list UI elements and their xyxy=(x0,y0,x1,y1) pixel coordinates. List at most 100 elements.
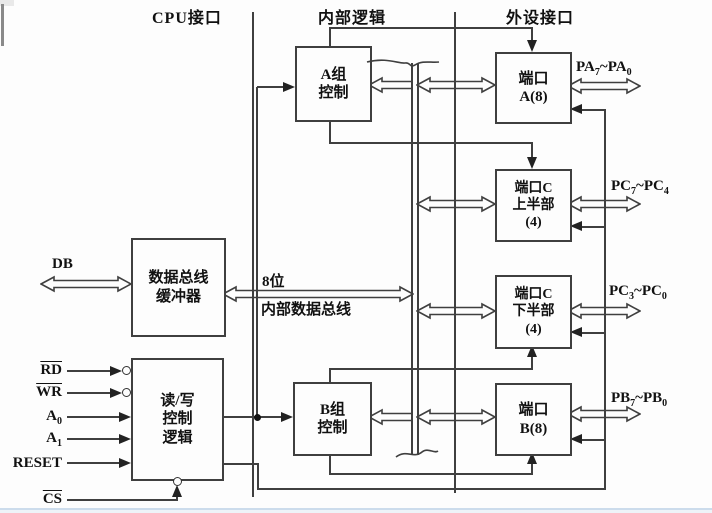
block-port-b: 端口 B(8) xyxy=(495,383,572,456)
arrowhead-into-group-a xyxy=(283,82,295,92)
port-c-lower-line1: 端口C xyxy=(514,287,553,303)
arrowhead-cs xyxy=(172,485,182,497)
port-c-upper-line1: 端口C xyxy=(514,180,553,196)
footer-divider-line xyxy=(0,508,712,510)
arrowhead-into-group-b xyxy=(281,412,293,422)
arrowhead-into-portb-right xyxy=(570,434,582,444)
label-a1: A1 xyxy=(46,430,62,449)
block-group-b-control: B组 控制 xyxy=(293,382,372,456)
label-db: DB xyxy=(52,256,73,272)
wire-groupb-bottom-down xyxy=(329,452,331,475)
rw-logic-line3: 逻辑 xyxy=(162,429,193,446)
internal-bus-bidirectional-arrow xyxy=(222,285,414,303)
label-pb7-pb0: PB7~PB0 xyxy=(611,390,668,409)
label-bus-width: 8位 xyxy=(262,274,285,290)
scan-artifact-bar xyxy=(1,4,4,46)
pc-upper-bidirectional-arrow xyxy=(567,195,641,213)
arrowhead-into-porta-right xyxy=(570,104,582,114)
scan-artifact-corner xyxy=(0,0,14,6)
wire-into-porta-top xyxy=(531,28,533,42)
block-port-a: 端口 A(8) xyxy=(495,52,572,124)
wire-rwlogic-to-junction xyxy=(220,416,258,418)
wire-into-portc-lower-bottom xyxy=(531,355,533,369)
pb-bidirectional-arrow xyxy=(567,405,641,423)
wire-groupa-bottom-down xyxy=(329,118,331,144)
port-a-line2: A(8) xyxy=(519,89,548,105)
arrowhead-into-portc-upper-right xyxy=(570,221,582,231)
bus-portc-lower-bidirectional-arrow xyxy=(416,302,496,320)
wire-riser-to-portb xyxy=(580,439,606,441)
wire-rwlogic-lower-out xyxy=(220,463,259,465)
block-port-c-lower: 端口C 下半部 (4) xyxy=(495,275,572,349)
wire-wr xyxy=(67,392,112,394)
wire-a0 xyxy=(67,416,121,418)
divider-internal-peripheral xyxy=(454,12,456,493)
block-group-a-control: A组 控制 xyxy=(295,46,372,122)
bubble-cs xyxy=(173,477,182,486)
wire-rd xyxy=(67,370,112,372)
db-bidirectional-arrow xyxy=(40,275,132,293)
arrowhead-a0 xyxy=(119,412,131,422)
internal-bus-line-right xyxy=(417,63,419,455)
internal-bus-line-left xyxy=(411,63,413,455)
buffer-line2: 缓冲器 xyxy=(155,288,201,305)
pa-bidirectional-arrow xyxy=(567,77,641,95)
group-b-line1: B组 xyxy=(319,401,345,418)
wire-reset xyxy=(67,462,121,464)
port-a-line1: 端口 xyxy=(518,70,549,87)
rw-logic-line2: 控制 xyxy=(162,411,193,428)
bubble-wr xyxy=(122,388,131,397)
label-rd: RD xyxy=(40,362,62,378)
group-a-line1: A组 xyxy=(320,66,347,83)
group-b-line2: 控制 xyxy=(317,420,348,436)
wire-a1 xyxy=(67,438,121,440)
label-pc7-pc4: PC7~PC4 xyxy=(611,178,669,197)
header-internal-logic: 内部逻辑 xyxy=(318,10,387,27)
wire-junction-to-groupb xyxy=(257,416,283,418)
arrowhead-into-portb-bottom xyxy=(527,452,537,464)
header-cpu-interface: CPU接口 xyxy=(152,10,222,27)
label-cs: CS xyxy=(42,491,62,507)
label-a0: A0 xyxy=(46,408,62,427)
wire-cs-up xyxy=(176,496,178,501)
wire-into-portb-bottom xyxy=(531,462,533,475)
wire-groupb-bottom-across xyxy=(329,473,533,475)
bus-break-top xyxy=(366,59,440,67)
wire-groupa-top-across xyxy=(329,27,533,29)
port-c-upper-line3: (4) xyxy=(525,215,542,231)
bus-to-groupb-arrow xyxy=(368,408,413,426)
wire-right-riser xyxy=(604,110,606,490)
wire-bottom-rail xyxy=(257,488,606,490)
wire-riser-to-portc-lower xyxy=(580,332,606,334)
arrowhead-a1 xyxy=(119,434,131,444)
wire-groupb-top-across xyxy=(329,368,533,370)
wire-riser-to-portc-upper xyxy=(580,226,606,228)
port-c-upper-line2: 上半部 xyxy=(512,197,555,213)
label-wr: WR xyxy=(36,384,62,400)
block-port-c-upper: 端口C 上半部 (4) xyxy=(495,169,572,242)
port-c-lower-line2: 下半部 xyxy=(512,304,555,320)
arrowhead-into-portc-lower-bottom xyxy=(527,345,537,357)
label-reset: RESET xyxy=(12,455,62,471)
wire-cs xyxy=(67,499,178,501)
junction-dot xyxy=(254,414,261,421)
arrowhead-into-portc-lower-right xyxy=(570,327,582,337)
wire-control-vertical xyxy=(256,87,258,418)
label-bus-name: 内部数据总线 xyxy=(261,302,352,318)
arrowhead-rd xyxy=(110,366,122,376)
rw-logic-line1: 读/写 xyxy=(160,393,195,410)
group-a-line2: 控制 xyxy=(318,85,349,101)
wire-groupb-top-up xyxy=(329,369,331,382)
block-read-write-control: 读/写 控制 逻辑 xyxy=(131,358,224,481)
footer-strip xyxy=(0,510,712,513)
bubble-rd xyxy=(122,366,131,375)
bus-portb-bidirectional-arrow xyxy=(416,408,496,426)
port-b-line2: B(8) xyxy=(519,420,548,437)
arrowhead-wr xyxy=(110,388,122,398)
buffer-line1: 数据总线 xyxy=(148,270,209,287)
wire-into-portc-upper-top xyxy=(531,143,533,159)
wire-lower-drop xyxy=(257,463,259,490)
label-pc3-pc0: PC3~PC0 xyxy=(609,283,667,302)
bus-to-groupa-arrow xyxy=(368,76,413,94)
